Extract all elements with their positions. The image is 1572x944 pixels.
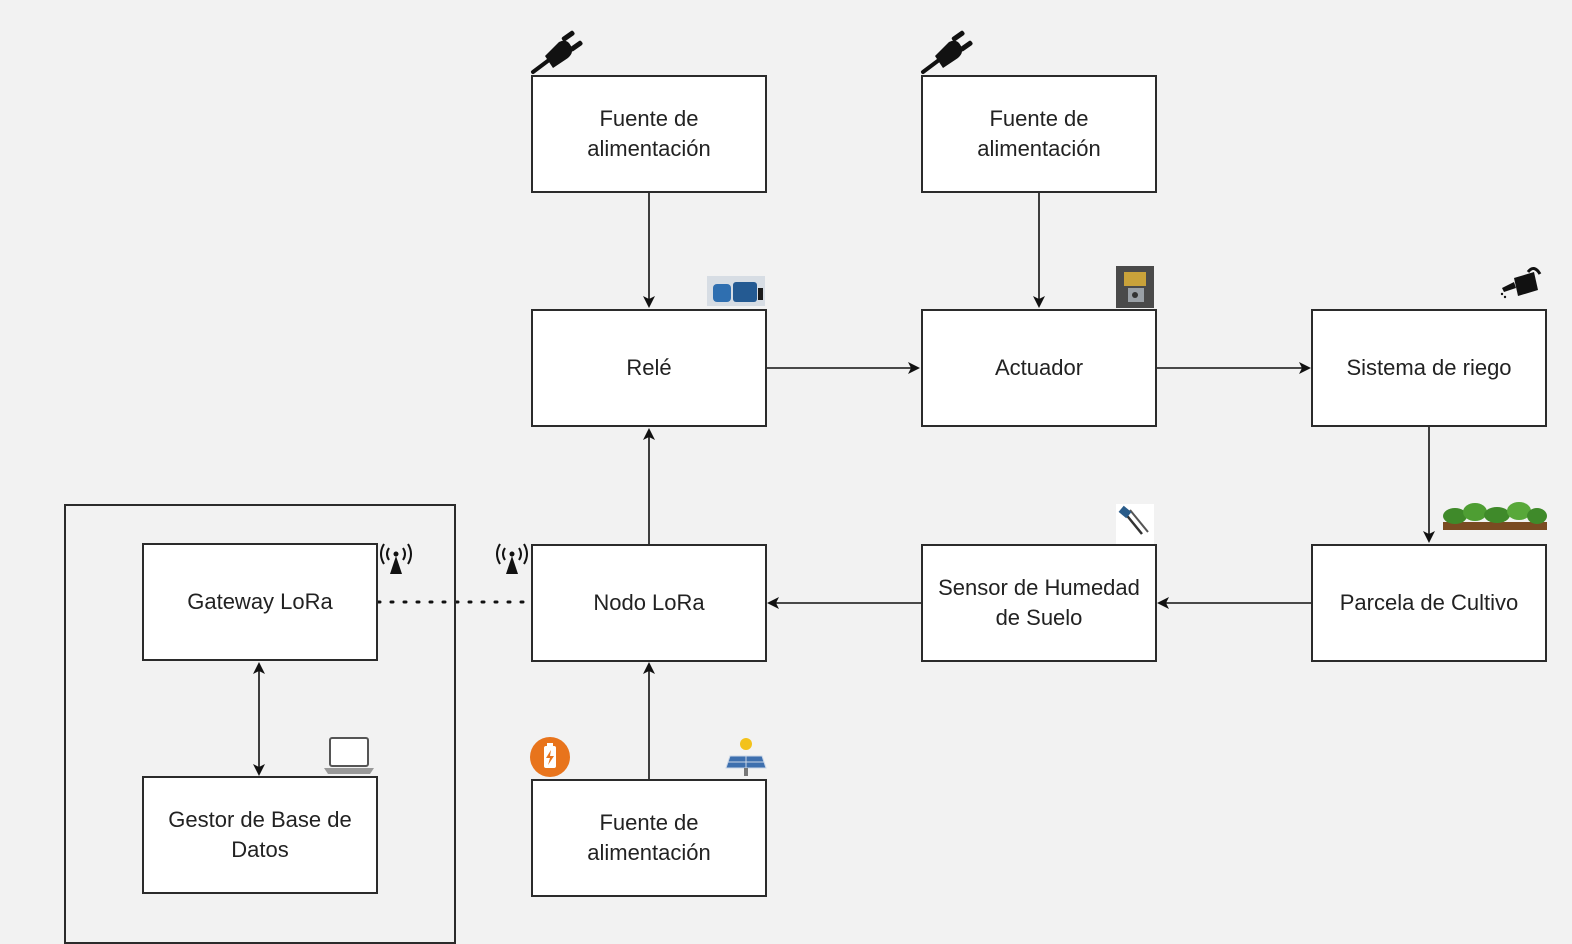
soil-sensor-probe-icon — [1116, 504, 1154, 544]
power-supply-box-bottom: Fuente de alimentación — [531, 779, 767, 897]
plug-icon — [531, 30, 583, 74]
solar-panel-icon — [725, 738, 767, 776]
actuator-module-icon — [1116, 266, 1154, 308]
plants-icon — [1443, 502, 1547, 530]
laptop-icon — [324, 737, 374, 774]
plug-icon — [921, 30, 973, 74]
relay-module-icon — [707, 276, 765, 306]
battery-icon — [530, 737, 570, 777]
power-supply-box-top-right: Fuente de alimentación — [921, 75, 1157, 193]
relay-box: Relé — [531, 309, 767, 427]
power-supply-box-top-left: Fuente de alimentación — [531, 75, 767, 193]
soil-moisture-sensor-box: Sensor de Humedad de Suelo — [921, 544, 1157, 662]
lora-gateway-box: Gateway LoRa — [142, 543, 378, 661]
antenna-icon — [380, 543, 412, 574]
antenna-icon — [496, 543, 528, 574]
database-manager-box: Gestor de Base de Datos — [142, 776, 378, 894]
actuator-box: Actuador — [921, 309, 1157, 427]
crop-plot-box: Parcela de Cultivo — [1311, 544, 1547, 662]
irrigation-system-box: Sistema de riego — [1311, 309, 1547, 427]
lora-node-box: Nodo LoRa — [531, 544, 767, 662]
watering-can-icon — [1500, 267, 1542, 299]
